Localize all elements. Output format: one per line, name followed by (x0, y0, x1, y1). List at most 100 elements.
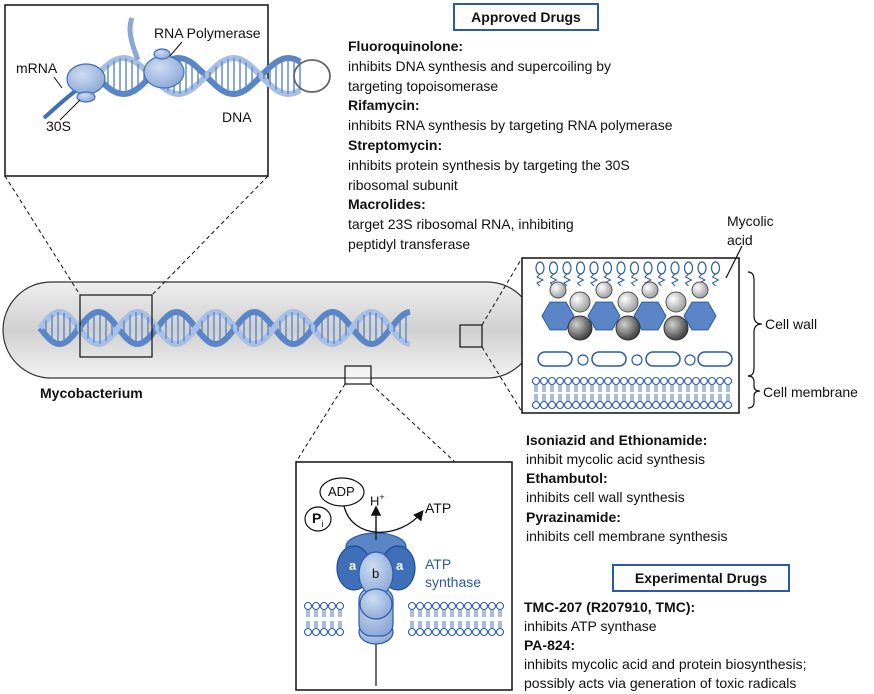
mycolic-acid-chain (590, 273, 599, 287)
lipid-head (611, 400, 621, 410)
drug-description: peptidyl transferase (348, 236, 471, 252)
lipid-head (319, 601, 329, 611)
mycolic-acid-head (589, 261, 599, 275)
peptidoglycan-link (684, 354, 696, 366)
lipid-head (539, 400, 549, 410)
lipid-head (587, 376, 597, 386)
atp-synthase-complex (336, 532, 416, 645)
lipid-tail (670, 394, 674, 401)
cell-wall-sphere-light (569, 291, 591, 313)
mycolic-acid-label-line1: Mycolic (727, 213, 774, 229)
lipid-tail (550, 385, 554, 392)
lipid-head (439, 627, 449, 637)
atp-membrane-bilayer (303, 601, 505, 637)
dna-label: DNA (222, 109, 252, 125)
wall-braces (725, 245, 763, 409)
lipid-head (627, 376, 637, 386)
lipid-tail (686, 385, 690, 392)
lipid-head (447, 601, 457, 611)
mycolic-acid-head (575, 261, 586, 275)
mycolic-acid-label-line2: acid (727, 232, 753, 248)
lipid-head (715, 400, 725, 410)
cell-wall-sphere-top (549, 281, 567, 299)
lipid-tail (630, 385, 634, 392)
peptidoglycan-unit (697, 351, 733, 367)
lipid-head (495, 627, 505, 637)
lipid-head (619, 400, 629, 410)
lipid-head (651, 376, 661, 386)
lipid-tail (534, 394, 538, 401)
lipid-tail (646, 394, 650, 401)
drug-description: inhibits cell wall synthesis (526, 489, 685, 505)
mycolic-acid-chain (630, 273, 639, 287)
lipid-tail (702, 394, 706, 401)
lipid-head (407, 627, 417, 637)
lipid-tail (450, 610, 454, 628)
lipid-head (571, 376, 581, 386)
lipid-tail (678, 394, 682, 401)
lipid-head (555, 376, 565, 386)
lipid-tail (702, 385, 706, 392)
drug-name: Ethambutol: (526, 470, 608, 486)
lipid-tail (498, 610, 502, 628)
cell-wall-label: Cell wall (765, 316, 818, 332)
lipid-head (699, 376, 709, 386)
wall-zoom-region (459, 324, 483, 348)
lipid-tail (582, 385, 586, 392)
lipid-head (635, 400, 645, 410)
drug-name: Isoniazid and Ethionamide: (526, 432, 708, 448)
ribosome-30s-label: 30S (46, 118, 71, 134)
lipid-tail (558, 394, 562, 401)
mycolic-acid-head (670, 261, 680, 275)
lipid-head (415, 601, 425, 611)
lipid-tail (710, 385, 714, 392)
lipid-head (611, 376, 621, 386)
mycolic-acid-head (548, 261, 559, 275)
dna-zoom-region (79, 294, 153, 358)
lipid-head (571, 400, 581, 410)
lipid-tail (474, 610, 478, 628)
subunit-a-left-label: a (349, 558, 357, 573)
lipid-head (603, 400, 613, 410)
drug-name: Pyrazinamide: (526, 509, 621, 525)
pi-label: Pi (312, 510, 323, 529)
mycolic-acid-head (656, 261, 667, 275)
drug-description: possibly acts via generation of toxic ra… (524, 675, 797, 691)
mycobacterium-label: Mycobacterium (40, 385, 143, 401)
lipid-head (555, 400, 565, 410)
lipid-tail (638, 394, 642, 401)
lipid-tail (534, 385, 538, 392)
lipid-head (487, 627, 497, 637)
proton-label: H+ (370, 492, 385, 508)
mycolic-acid-head (710, 261, 721, 275)
lipid-tail (654, 394, 658, 401)
rna-polymerase-body (143, 55, 185, 89)
lipid-tail (410, 610, 414, 628)
lipid-head (691, 400, 701, 410)
peptidoglycan-link (577, 354, 589, 366)
lipid-head (659, 400, 669, 410)
cell-dna-helix (37, 308, 411, 348)
subunit-b-label: b (372, 566, 380, 581)
cell-wall-sphere-light (665, 291, 687, 313)
arabinogalactan-hexagon (587, 301, 621, 331)
mycolic-acid-head (643, 261, 653, 275)
lipid-tail (694, 394, 698, 401)
mycolic-acid-chain (657, 273, 666, 287)
ribosome-large (66, 63, 106, 95)
drug-description: targeting topoisomerase (348, 78, 499, 94)
lipid-head (595, 400, 605, 410)
lipid-tail (662, 385, 666, 392)
mycolic-acid-head (562, 261, 572, 275)
mycolic-acid-chain (549, 273, 558, 287)
lipid-head (463, 627, 473, 637)
lipid-tail (590, 385, 594, 392)
lipid-tail (646, 385, 650, 392)
lipid-tail (574, 385, 578, 392)
approved-drugs-header: Approved Drugs (453, 3, 599, 31)
lipid-head (311, 601, 321, 611)
lipid-head (579, 376, 589, 386)
lipid-head (303, 627, 313, 637)
ribosome-30s (76, 91, 96, 103)
lipid-tail (630, 394, 634, 401)
